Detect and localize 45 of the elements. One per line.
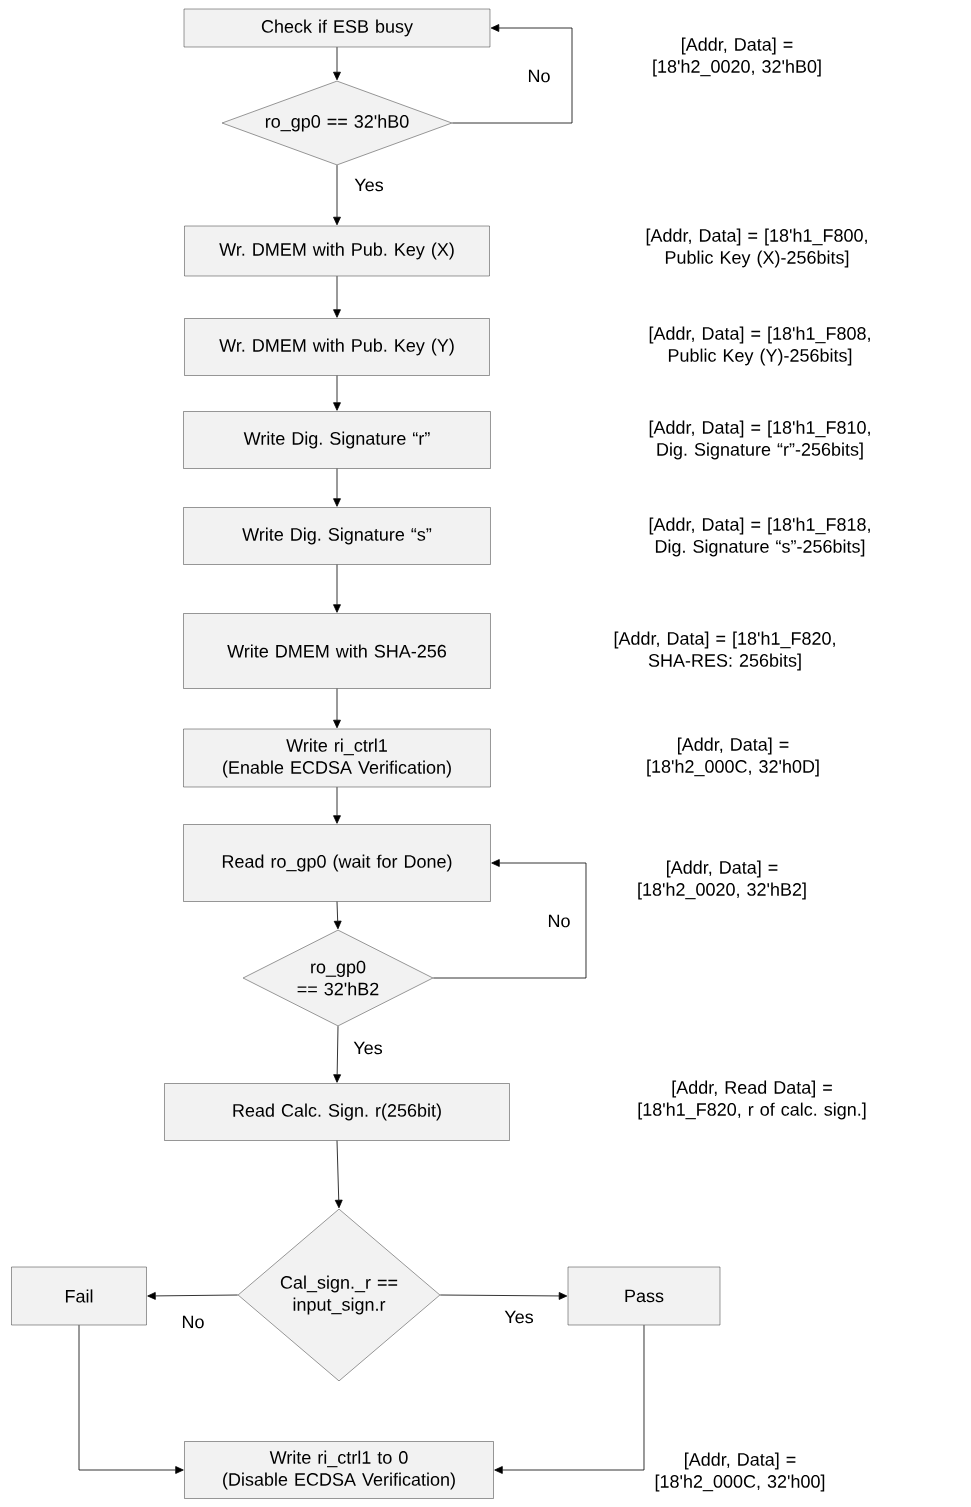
arrow [333,164,341,226]
edge-label: Yes [353,177,385,193]
arrow [333,786,341,824]
address-note: [Addr, Data] = [18'h2_0020, 32'hB0] [653,37,821,77]
arrow [333,375,341,411]
address-note: [Addr, Data] = [18'h1_F800, Public Key (X)-256bits] [646,228,867,268]
process-box: Write Dig. Signature “s” [183,507,491,565]
address-note: [Addr, Read Data] = [18'h1_F820, r of calc. sign.] [638,1080,866,1120]
edge-label: Yes [352,1040,384,1056]
process-box: Fail [11,1266,147,1326]
address-note: [Addr, Data] = [18'h2_000C, 32'h0D] [647,737,819,777]
edge-label: No [526,68,552,84]
address-note: [Addr, Data] = [18'h1_F818, Dig. Signature “s”-256bits] [649,517,870,557]
arrow [333,275,341,318]
address-note: [Addr, Data] = [18'h1_F820, SHA-RES: 256bits] [614,631,835,671]
arrow [439,1292,568,1300]
process-box: Wr. DMEM with Pub. Key (X) [184,225,490,277]
address-note: [Addr, Data] = [18'h2_000C, 32'h00] [655,1452,825,1492]
address-note: [Addr, Data] = [18'h1_F810, Dig. Signature “r”-256bits] [649,420,870,460]
arrow [78,1324,184,1474]
process-box: Write ri_ctrl1 (Enable ECDSA Verification) [183,728,491,788]
arrow [333,46,341,81]
address-note: [Addr, Data] = [18'h1_F808, Public Key (Y)-256bits] [649,326,870,366]
process-box: Read ro_gp0 (wait for Done) [183,824,491,902]
process-box: Read Calc. Sign. r(256bit) [164,1083,510,1141]
process-box: Wr. DMEM with Pub. Key (Y) [184,318,490,376]
arrow [432,859,587,979]
arrow [494,1324,645,1474]
process-box: Write DMEM with SHA-256 [183,613,491,689]
process-box: Pass [567,1266,721,1326]
arrow [451,24,573,124]
process-box: Write Dig. Signature “r” [183,411,491,469]
arrow [333,1025,342,1083]
address-note: [Addr, Data] = [18'h2_0020, 32'hB2] [638,860,806,900]
edge-label: Yes [503,1309,535,1325]
arrow [147,1292,239,1300]
arrow [333,468,341,507]
process-box: Check if ESB busy [183,8,491,48]
arrow [334,1140,343,1209]
arrow [333,564,341,613]
edge-label: No [546,913,572,929]
process-box: Write ri_ctrl1 to 0 (Disable ECDSA Verification) [184,1441,494,1499]
arrow [333,901,342,930]
edge-label: No [180,1314,206,1330]
arrow [333,688,341,729]
